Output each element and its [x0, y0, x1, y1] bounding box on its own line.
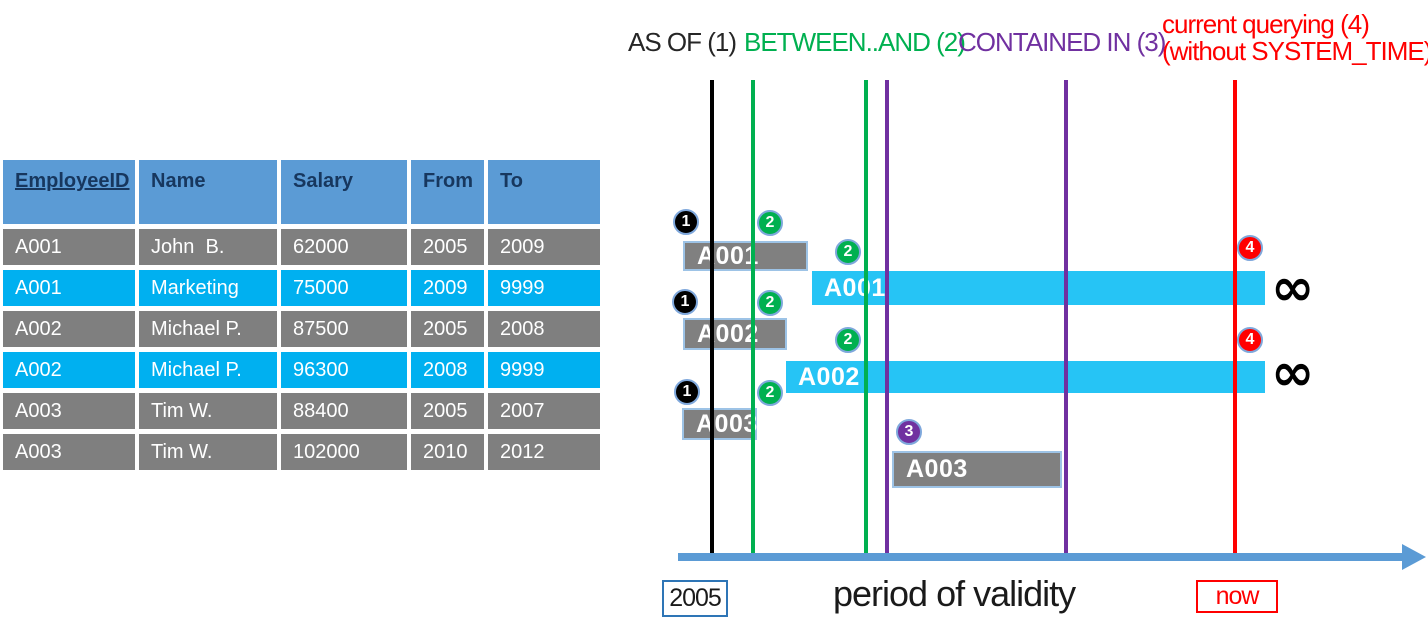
black-query-line	[710, 80, 714, 557]
table-cell: 2008	[411, 352, 484, 388]
table-cell: A003	[3, 393, 135, 429]
purple-query-line	[1064, 80, 1068, 557]
green-query-line	[751, 80, 755, 557]
column-header-label: To	[500, 170, 523, 192]
table-cell: 88400	[281, 393, 407, 429]
table-cell: A002	[3, 311, 135, 347]
red-query-line	[1233, 80, 1237, 557]
table-cell: A002	[3, 352, 135, 388]
validity-bar-a001: A001	[812, 271, 1265, 305]
column-header: From	[411, 160, 484, 224]
table-cell: A003	[3, 434, 135, 470]
column-header-label: EmployeeID	[15, 170, 130, 192]
column-header: Name	[139, 160, 277, 224]
table-cell: Marketing	[139, 270, 277, 306]
validity-bar-a001: A001	[683, 241, 808, 271]
time-axis-arrowhead	[1402, 544, 1426, 570]
validity-bar-a003: A003	[682, 408, 757, 440]
legend-current-querying-line2: (without SYSTEM_TIME)	[1162, 36, 1428, 66]
infinity-icon: ∞	[1271, 258, 1315, 318]
table-cell: 62000	[281, 229, 407, 265]
badge-2: 2	[835, 327, 861, 353]
table-cell: A001	[3, 270, 135, 306]
validity-bar-a003: A003	[892, 451, 1062, 488]
table-cell: 87500	[281, 311, 407, 347]
green-query-line	[864, 80, 868, 557]
infinity-icon: ∞	[1271, 343, 1315, 403]
table-cell: 2005	[411, 229, 484, 265]
badge-2: 2	[757, 380, 783, 406]
legend-current-querying: current querying (4) (without SYSTEM_TIM…	[1162, 11, 1428, 65]
badge-1: 1	[673, 209, 699, 235]
legend-contained-in: CONTAINED IN (3)	[958, 27, 1166, 57]
legend-current-querying-line1: current querying (4)	[1162, 9, 1370, 39]
badge-4: 4	[1237, 235, 1263, 261]
badge-2: 2	[757, 290, 783, 316]
badge-4: 4	[1237, 327, 1263, 353]
purple-query-line	[885, 80, 889, 557]
column-header-label: From	[423, 170, 473, 192]
column-header: Salary	[281, 160, 407, 224]
table-cell: 75000	[281, 270, 407, 306]
table-cell: 2010	[411, 434, 484, 470]
table-cell: 9999	[488, 270, 600, 306]
column-header: EmployeeID	[3, 160, 135, 224]
table-cell: Michael P.	[139, 352, 277, 388]
column-header-label: Name	[151, 170, 206, 192]
validity-bar-a002: A002	[683, 318, 787, 350]
table-cell: 2005	[411, 311, 484, 347]
table-cell: 9999	[488, 352, 600, 388]
table-cell: 2008	[488, 311, 600, 347]
table-cell: Tim W.	[139, 434, 277, 470]
table-cell: Tim W.	[139, 393, 277, 429]
axis-start-year-box: 2005	[662, 580, 728, 617]
employee-table-header: EmployeeID Name Salary From To	[3, 160, 600, 224]
table-cell: Michael P.	[139, 311, 277, 347]
table-cell: John B.	[139, 229, 277, 265]
badge-2: 2	[757, 210, 783, 236]
table-cell: 102000	[281, 434, 407, 470]
validity-bar-a002: A002	[786, 361, 1265, 393]
badge-1: 1	[672, 289, 698, 315]
table-cell: 2009	[488, 229, 600, 265]
table-cell: 2009	[411, 270, 484, 306]
badge-3: 3	[896, 419, 922, 445]
legend-between-and: BETWEEN..AND (2)	[744, 27, 966, 57]
table-cell: A001	[3, 229, 135, 265]
column-header-label: Salary	[293, 170, 354, 192]
table-header-row: EmployeeID Name Salary From To	[3, 160, 600, 224]
column-header: To	[488, 160, 600, 224]
axis-title: period of validity	[833, 573, 1076, 614]
table-cell: 2007	[488, 393, 600, 429]
badge-2: 2	[835, 239, 861, 265]
axis-now-box: now	[1196, 580, 1278, 613]
table-cell: 2005	[411, 393, 484, 429]
badge-1: 1	[674, 379, 700, 405]
time-axis	[678, 553, 1404, 561]
table-cell: 2012	[488, 434, 600, 470]
table-cell: 96300	[281, 352, 407, 388]
legend-as-of: AS OF (1)	[628, 27, 737, 57]
